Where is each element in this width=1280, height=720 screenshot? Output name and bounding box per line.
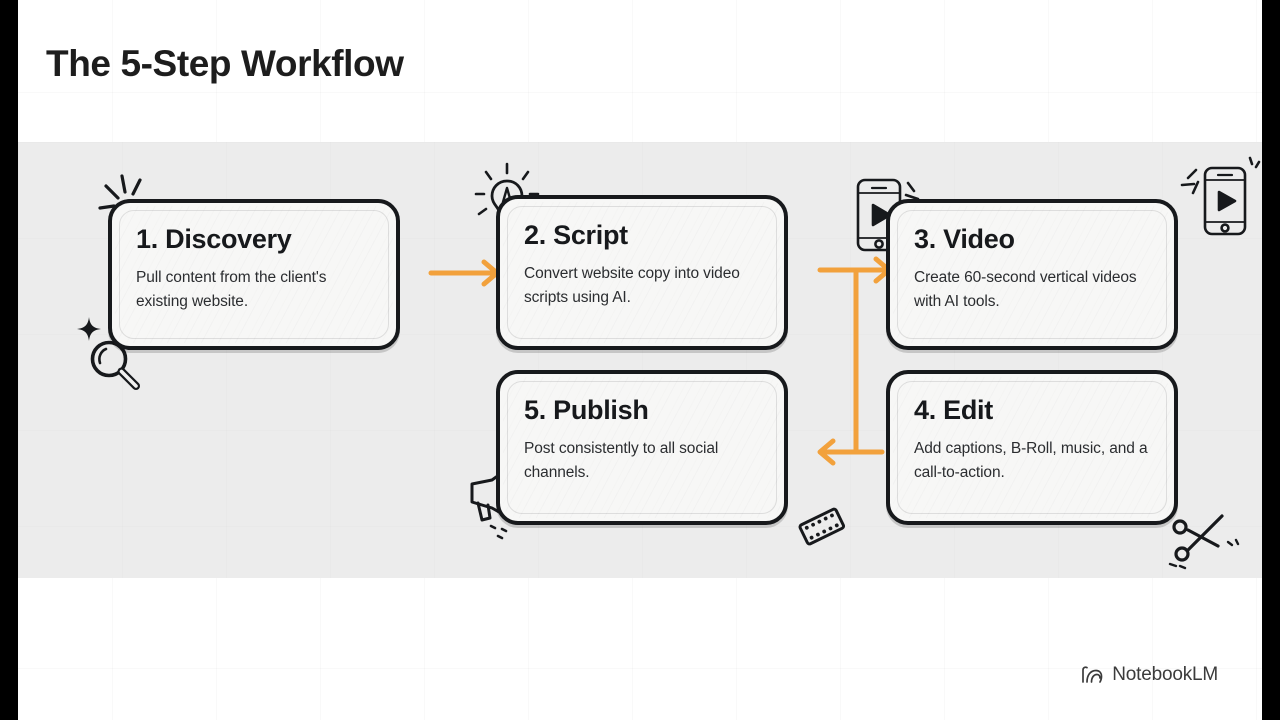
step-title: 5. Publish xyxy=(524,395,649,425)
slide-canvas: The 5-Step Workflow xyxy=(18,0,1262,720)
step-description: Convert website copy into video scripts … xyxy=(524,265,740,307)
page-title: The 5-Step Workflow xyxy=(46,43,404,84)
sparkle-lines-icon xyxy=(98,174,142,210)
sparkle-icon xyxy=(77,317,101,341)
step-title: 2. Script xyxy=(524,220,628,250)
step-card-discovery[interactable]: 1. Discovery Pull content from the clien… xyxy=(108,199,400,350)
step-card-video[interactable]: 3. Video Create 60-second vertical video… xyxy=(886,199,1178,350)
step-card-edit[interactable]: 4. Edit Add captions, B-Roll, music, and… xyxy=(886,370,1178,525)
step-card-publish[interactable]: 5. Publish Post consistently to all soci… xyxy=(496,370,788,525)
notebooklm-spiral-icon xyxy=(1082,666,1103,683)
magnifier-icon xyxy=(90,340,140,390)
step-description: Add captions, B-Roll, music, and a call-… xyxy=(914,440,1148,482)
brand-footer: NotebookLM xyxy=(1081,664,1218,686)
phone-play-icon xyxy=(1180,156,1261,236)
step-description: Pull content from the client's existing … xyxy=(136,269,327,311)
step-title: 4. Edit xyxy=(914,395,993,425)
film-strip-icon xyxy=(798,507,846,546)
step-description: Create 60-second vertical videos with AI… xyxy=(914,269,1137,311)
step-title: 3. Video xyxy=(914,224,1015,254)
step-card-script[interactable]: 2. Script Convert website copy into vide… xyxy=(496,195,788,350)
brand-name: NotebookLM xyxy=(1112,664,1218,685)
step-title: 1. Discovery xyxy=(136,224,292,254)
scissors-icon xyxy=(1168,514,1240,570)
slide-header: The 5-Step Workflow xyxy=(18,0,1262,142)
step-description: Post consistently to all social channels… xyxy=(524,440,719,482)
